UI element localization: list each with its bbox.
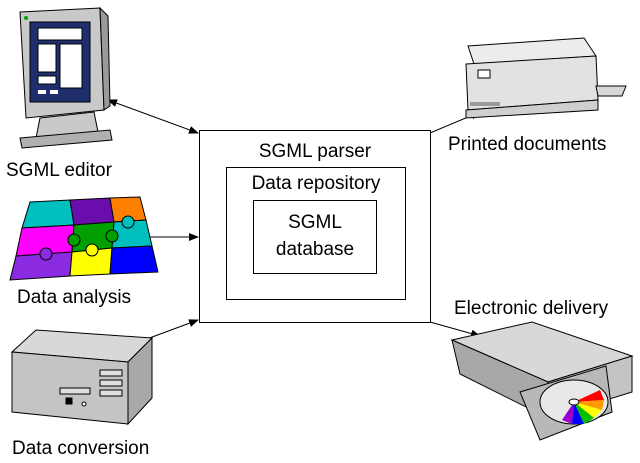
data-repository-box: Data repository SGML database	[226, 167, 406, 300]
sgml-database-label-line1: SGML	[288, 212, 342, 233]
data-conversion-label: Data conversion	[12, 438, 150, 459]
data-repository-label: Data repository	[251, 173, 381, 194]
arrow-editor-parser	[107, 99, 199, 134]
cd-drive-icon	[450, 321, 634, 441]
puzzle-icon	[9, 196, 159, 281]
monitor-icon	[19, 6, 113, 149]
sgml-parser-label: SGML parser	[258, 141, 372, 162]
sgml-database-label-line2: database	[275, 239, 355, 260]
computer-tower-icon	[10, 329, 154, 426]
electronic-delivery-label: Electronic delivery	[454, 298, 609, 319]
printed-documents-label: Printed documents	[448, 134, 607, 155]
data-analysis-label: Data analysis	[17, 287, 132, 308]
sgml-database-box: SGML database	[253, 200, 377, 274]
sgml-parser-box: SGML parser Data repository SGML databas…	[199, 130, 431, 323]
printer-icon	[465, 37, 627, 119]
sgml-editor-label: SGML editor	[6, 160, 112, 181]
arrow-parser-electronic	[429, 321, 481, 338]
